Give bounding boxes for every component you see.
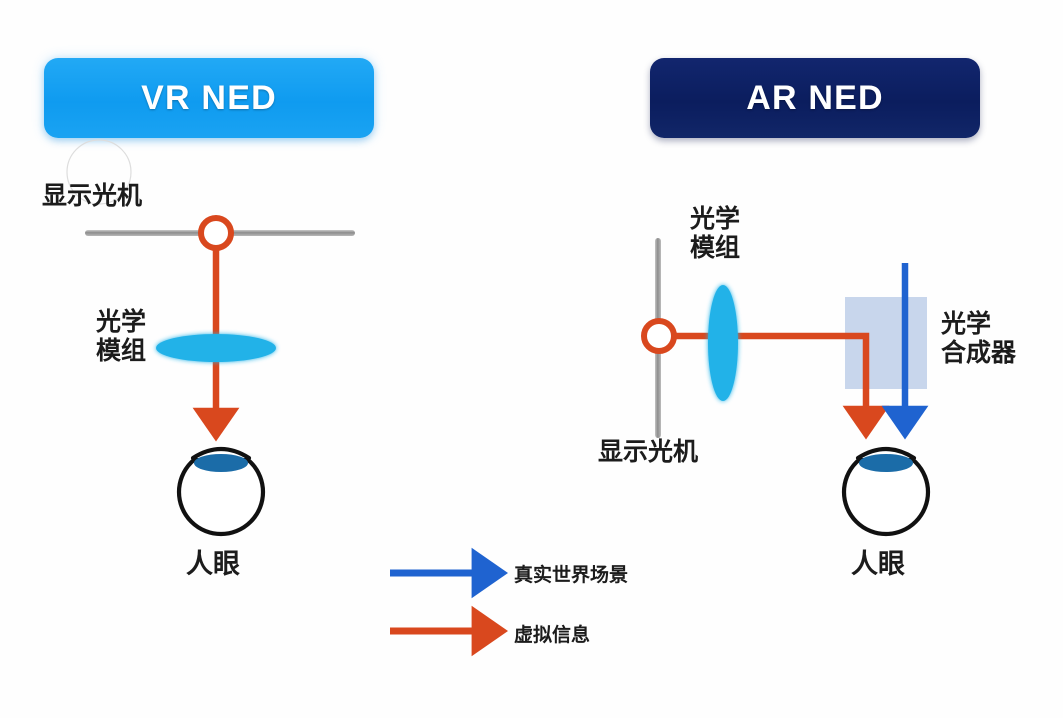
ar-human-eye-label: 人眼 [851, 549, 905, 580]
ar-virtual-ray [674, 332, 890, 440]
ar-display-engine-label: 显示光机 [598, 437, 699, 466]
ar-optical-combiner-label-line1: 光学 [941, 309, 992, 338]
ar-optics-lens [708, 285, 738, 401]
vr-display-engine-label: 显示光机 [42, 181, 143, 210]
background-watermark [28, 668, 328, 702]
ar-optics-module-label-line2: 模组 [690, 232, 741, 262]
vr-human-eye [176, 446, 266, 537]
legend-virtual-info-swatch [388, 622, 500, 644]
vr-display-emitter-ring [198, 215, 234, 251]
vr-optics-module-label: 光学模组 [96, 307, 147, 366]
ar-human-eye [841, 446, 931, 537]
legend-real-world-label: 真实世界场景 [514, 563, 629, 586]
legend-item-real-world-scene: 真实世界场景 [388, 558, 628, 588]
vr-human-eye-label: 人眼 [186, 549, 240, 580]
legend-item-virtual-information: 虚拟信息 [388, 618, 590, 648]
ar-display-emitter-ring [641, 318, 677, 354]
ar-optical-combiner-label: 光学合成器 [941, 309, 1017, 368]
ar-ned-header-pill: AR NED [650, 58, 980, 138]
ar-optics-module-label-line1: 光学 [690, 204, 741, 233]
vr-optics-module-label-line2: 模组 [96, 335, 147, 365]
vr-optics-lens [156, 334, 276, 362]
legend-real-world-swatch [388, 562, 500, 584]
vr-display-panel-bar [85, 230, 355, 236]
vr-optics-module-label-line1: 光学 [96, 307, 147, 336]
legend-virtual-info-label: 虚拟信息 [514, 623, 591, 646]
ar-optical-combiner [845, 297, 927, 389]
ar-optics-module-label: 光学模组 [690, 204, 741, 263]
ar-optical-combiner-label-line2: 合成器 [941, 337, 1017, 367]
ar-display-panel-bar [655, 238, 661, 438]
legend: 真实世界场景 虚拟信息 [388, 552, 678, 652]
vr-ned-header-pill: VR NED [44, 58, 374, 138]
